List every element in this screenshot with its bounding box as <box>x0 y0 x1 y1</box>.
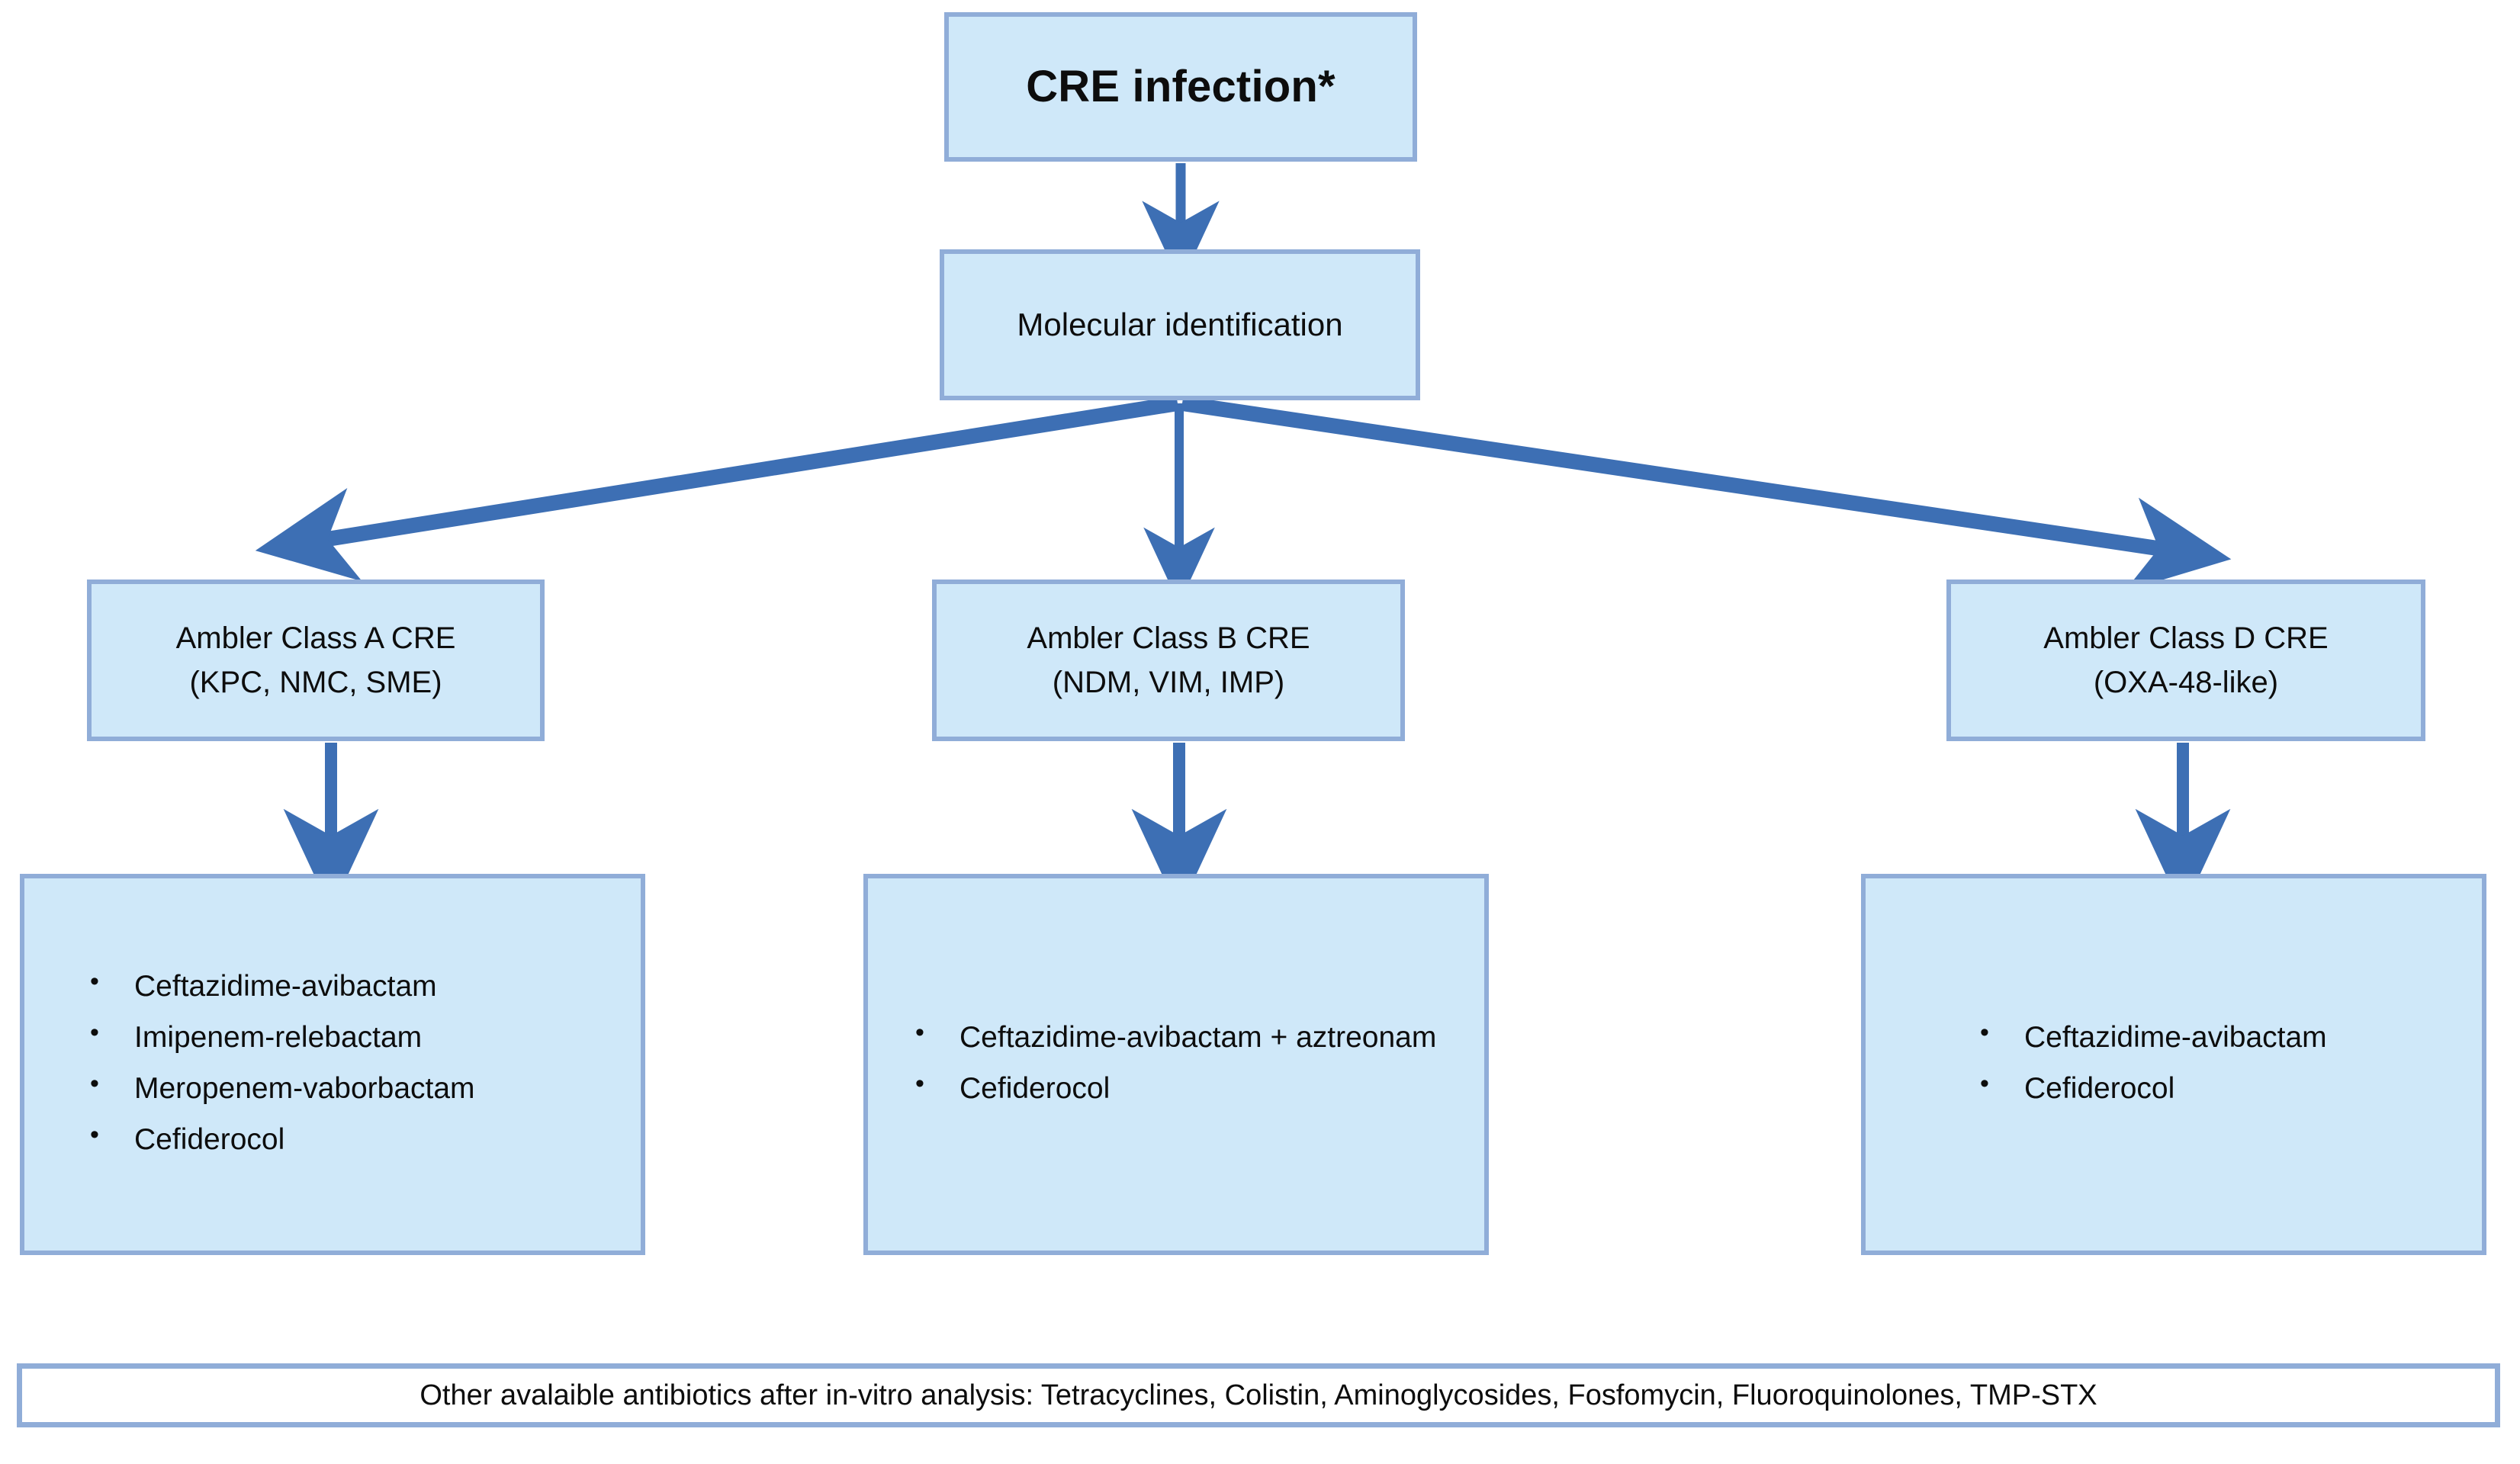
box-cre-infection-label: CRE infection* <box>1026 61 1336 111</box>
box-treatment-class-a[interactable]: Ceftazidime-avibactamImipenem-relebactam… <box>20 874 645 1255</box>
treatment-list-class-a: Ceftazidime-avibactamImipenem-relebactam… <box>24 961 641 1167</box>
treatment-list-class-b: Ceftazidime-avibactam + aztreonamCefider… <box>868 1012 1484 1116</box>
class-d-line2: (OXA-48-like) <box>2093 666 2279 699</box>
box-treatment-class-b[interactable]: Ceftazidime-avibactam + aztreonamCefider… <box>863 874 1489 1255</box>
box-molecular-identification-label: Molecular identification <box>1017 306 1343 342</box>
box-cre-infection[interactable]: CRE infection* <box>944 12 1417 162</box>
box-ambler-class-a-text: Ambler Class A CRE (KPC, NMC, SME) <box>92 616 540 705</box>
treatment-item: Cefiderocol <box>915 1063 1454 1112</box>
footer-other-antibiotics-bar: Other avalaible antibiotics after in-vit… <box>17 1363 2500 1427</box>
treatment-list-class-d: Ceftazidime-avibactamCefiderocol <box>1866 1012 2482 1116</box>
box-ambler-class-d[interactable]: Ambler Class D CRE (OXA-48-like) <box>1946 580 2425 741</box>
treatment-item: Meropenem-vaborbactam <box>90 1063 595 1112</box>
class-b-line1: Ambler Class B CRE <box>1027 621 1310 655</box>
class-a-line2: (KPC, NMC, SME) <box>189 666 442 699</box>
treatment-item: Cefiderocol <box>90 1114 595 1164</box>
treatment-item: Imipenem-relebactam <box>90 1012 595 1061</box>
box-ambler-class-a[interactable]: Ambler Class A CRE (KPC, NMC, SME) <box>87 580 545 741</box>
class-d-line1: Ambler Class D CRE <box>2043 621 2329 655</box>
box-ambler-class-d-text: Ambler Class D CRE (OXA-48-like) <box>1951 616 2421 705</box>
treatment-item: Ceftazidime-avibactam <box>90 961 595 1010</box>
treatment-item: Ceftazidime-avibactam <box>1980 1012 2451 1061</box>
box-molecular-identification[interactable]: Molecular identification <box>940 249 1420 400</box>
box-ambler-class-b-text: Ambler Class B CRE (NDM, VIM, IMP) <box>937 616 1400 705</box>
treatment-item: Ceftazidime-avibactam + aztreonam <box>915 1012 1454 1061</box>
footer-other-antibiotics-label: Other avalaible antibiotics after in-vit… <box>419 1379 2097 1411</box>
box-ambler-class-b[interactable]: Ambler Class B CRE (NDM, VIM, IMP) <box>932 580 1405 741</box>
arrow-molecular-to-class-d <box>1181 396 2232 592</box>
treatment-item: Cefiderocol <box>1980 1063 2451 1112</box>
class-b-line2: (NDM, VIM, IMP) <box>1052 666 1285 699</box>
arrow-molecular-to-class-a <box>255 396 1179 582</box>
box-treatment-class-d[interactable]: Ceftazidime-avibactamCefiderocol <box>1861 874 2486 1255</box>
class-a-line1: Ambler Class A CRE <box>175 621 456 655</box>
